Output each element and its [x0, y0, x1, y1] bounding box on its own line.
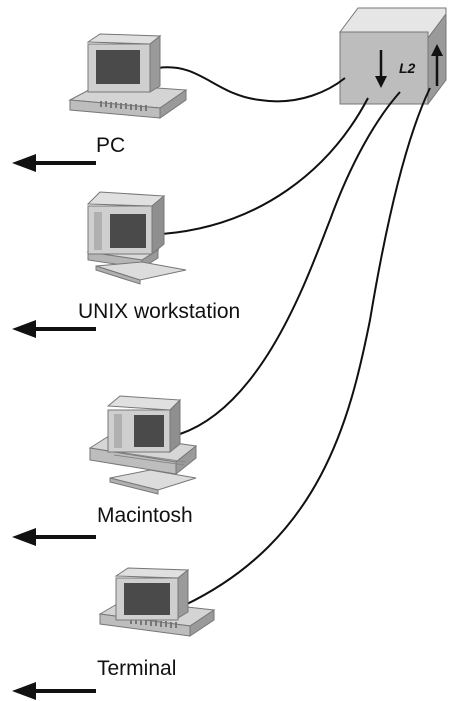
cable-pc	[157, 66, 346, 103]
pc-label: PC	[96, 134, 125, 157]
arrow-left-icon	[12, 682, 96, 700]
arrow-down-icon	[375, 50, 387, 88]
workstation-icon	[86, 191, 187, 285]
switch-front-face	[339, 31, 429, 105]
arrow-left-icon	[12, 154, 96, 172]
terminal-icon	[98, 567, 216, 637]
l2-switch: L2	[339, 7, 447, 106]
macintosh-icon	[88, 395, 198, 495]
cable-mac	[179, 91, 401, 435]
arrow-up-icon	[431, 44, 443, 86]
arrow-left-icon	[12, 528, 96, 546]
terminal-label: Terminal	[97, 657, 176, 680]
macintosh-label: Macintosh	[97, 504, 193, 527]
pc-icon	[68, 33, 188, 119]
arrow-left-icon	[12, 320, 96, 338]
switch-label: L2	[399, 60, 416, 76]
cable-terminal	[184, 87, 431, 606]
cable-unix	[161, 97, 369, 235]
unix-workstation-label: UNIX workstation	[78, 300, 240, 323]
